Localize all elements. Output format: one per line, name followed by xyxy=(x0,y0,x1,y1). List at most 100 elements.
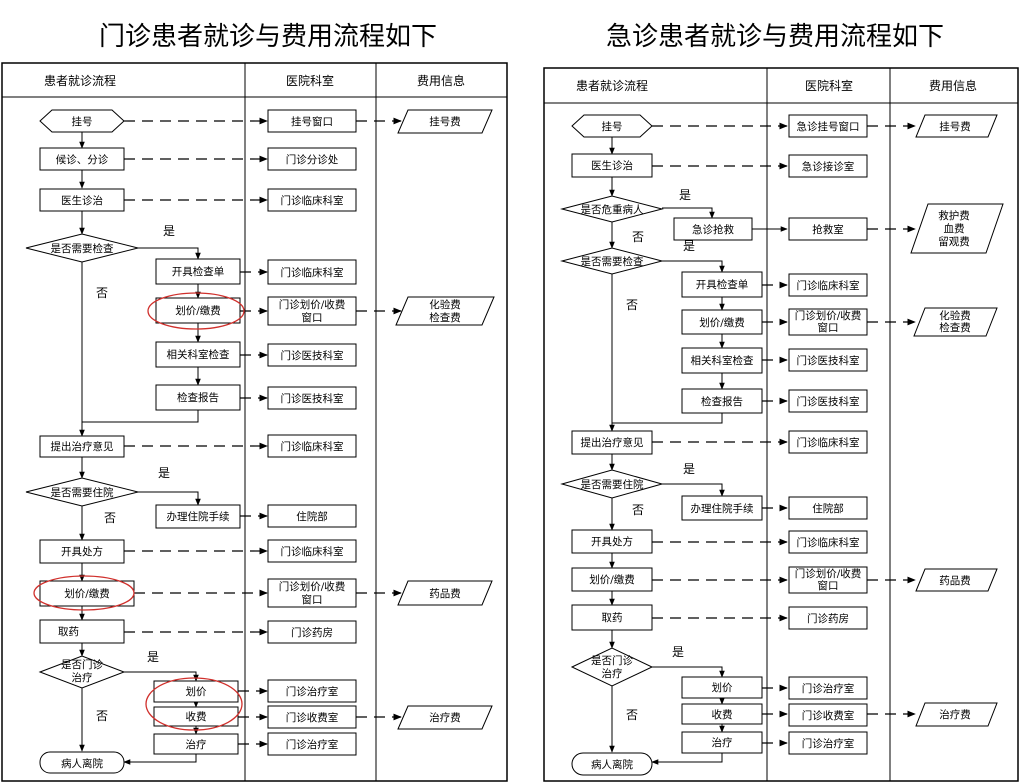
dept-treatment-room-1: 门诊治疗室 xyxy=(788,676,868,700)
svg-text:门诊临床科室: 门诊临床科室 xyxy=(281,266,344,279)
dept-clinical-3: 门诊临床科室 xyxy=(788,530,868,554)
label-line-2: 治疗 xyxy=(72,671,93,684)
node-dept-exam: 相关科室检查 xyxy=(155,341,241,368)
fee-registration: 挂号费 xyxy=(915,114,998,138)
dept-inpatient: 住院部 xyxy=(788,496,868,520)
col-header-department: 医院科室 xyxy=(805,78,853,93)
svg-text:医生诊治: 医生诊治 xyxy=(591,159,633,172)
svg-text:否: 否 xyxy=(104,511,116,525)
node-admission-procedures: 办理住院手续 xyxy=(155,504,241,529)
svg-text:门诊药房: 门诊药房 xyxy=(807,612,849,625)
svg-text:开具处方: 开具处方 xyxy=(61,545,103,558)
svg-text:开具处方: 开具处方 xyxy=(591,535,633,548)
svg-text:门诊临床科室: 门诊临床科室 xyxy=(797,536,860,549)
dept-treatment-room-1: 门诊治疗室 xyxy=(267,679,357,703)
dept-clinical-1: 门诊临床科室 xyxy=(267,188,357,212)
svg-text:门诊临床科室: 门诊临床科室 xyxy=(797,279,860,292)
svg-text:挂号费: 挂号费 xyxy=(939,120,971,133)
fee-treatment: 治疗费 xyxy=(397,705,493,730)
svg-text:门诊收费室: 门诊收费室 xyxy=(286,711,339,724)
svg-text:开具检查单: 开具检查单 xyxy=(172,265,225,278)
svg-text:是: 是 xyxy=(679,188,691,202)
node-issue-exam-order: 开具检查单 xyxy=(681,271,763,298)
svg-text:相关科室检查: 相关科室检查 xyxy=(691,354,754,367)
svg-text:门诊划价/收费: 门诊划价/收费 xyxy=(795,567,862,580)
svg-text:是否需要住院: 是否需要住院 xyxy=(581,478,644,491)
svg-text:化验费: 化验费 xyxy=(939,309,971,322)
svg-text:门诊医技科室: 门诊医技科室 xyxy=(797,354,860,367)
svg-text:否: 否 xyxy=(626,708,638,722)
decision-critical-patient: 是否危重病人 xyxy=(560,195,664,223)
node-treatment: 治疗 xyxy=(153,733,239,755)
svg-text:病人离院: 病人离院 xyxy=(61,757,103,770)
svg-text:是否门诊: 是否门诊 xyxy=(591,654,633,667)
dept-inpatient: 住院部 xyxy=(267,504,357,528)
node-prescription: 开具处方 xyxy=(571,529,653,554)
node-issue-exam-order: 开具检查单 xyxy=(155,258,241,285)
svg-text:医生诊治: 医生诊治 xyxy=(61,194,103,207)
svg-text:是: 是 xyxy=(683,239,695,253)
svg-text:门诊收费室: 门诊收费室 xyxy=(802,709,855,722)
svg-text:救护费: 救护费 xyxy=(938,209,970,222)
outpatient-nodes: 挂号 候诊、分诊 医生诊治 是否需要检查 开具检查单 划价/缴费 xyxy=(25,109,245,774)
dept-clinical-1: 门诊临床科室 xyxy=(788,273,868,297)
svg-text:门诊医技科室: 门诊医技科室 xyxy=(797,395,860,408)
svg-text:窗口: 窗口 xyxy=(302,311,323,324)
svg-text:取药: 取药 xyxy=(58,626,79,638)
svg-text:门诊临床科室: 门诊临床科室 xyxy=(281,545,344,558)
node-prescription: 开具处方 xyxy=(39,539,125,564)
svg-text:门诊划价/收费: 门诊划价/收费 xyxy=(795,309,862,322)
emergency-dashed-links xyxy=(652,122,916,747)
fee-medicine: 药品费 xyxy=(397,580,493,606)
svg-text:收费: 收费 xyxy=(186,710,207,723)
svg-text:收费: 收费 xyxy=(712,708,733,721)
svg-text:门诊治疗室: 门诊治疗室 xyxy=(802,737,855,750)
dept-treatment-room-2: 门诊治疗室 xyxy=(788,731,868,755)
node-treatment-advice: 提出治疗意见 xyxy=(571,430,653,455)
svg-text:否: 否 xyxy=(632,230,644,244)
decision-outpatient-treatment: 是否门诊 治疗 xyxy=(38,655,126,689)
dept-pharmacy: 门诊药房 xyxy=(788,606,868,630)
svg-text:提出治疗意见: 提出治疗意见 xyxy=(51,440,114,453)
highlight-circle xyxy=(145,677,243,731)
svg-text:提出治疗意见: 提出治疗意见 xyxy=(581,436,644,449)
svg-text:住院部: 住院部 xyxy=(812,502,844,515)
svg-text:否: 否 xyxy=(96,709,108,723)
dept-medtech-2: 门诊医技科室 xyxy=(788,389,868,413)
col-header-fee: 费用信息 xyxy=(929,78,977,93)
svg-text:窗口: 窗口 xyxy=(302,593,323,606)
svg-text:检查报告: 检查报告 xyxy=(177,391,219,404)
svg-text:相关科室检查: 相关科室检查 xyxy=(167,348,230,361)
svg-text:是否需要检查: 是否需要检查 xyxy=(581,255,644,268)
decision-need-hospitalization: 是否需要住院 xyxy=(25,477,139,507)
node-treatment: 治疗 xyxy=(681,731,763,754)
col-header-process: 患者就诊流程 xyxy=(44,73,116,88)
svg-text:取药: 取药 xyxy=(602,612,623,624)
highlight-circle xyxy=(147,292,245,330)
decision-need-hospitalization: 是否需要住院 xyxy=(560,469,664,499)
svg-text:是否需要检查: 是否需要检查 xyxy=(51,242,114,255)
svg-text:药品费: 药品费 xyxy=(939,574,971,587)
node-exam-report: 检查报告 xyxy=(681,388,763,414)
dept-cashier-room: 门诊收费室 xyxy=(267,705,357,729)
dept-triage-desk: 门诊分诊处 xyxy=(267,147,357,171)
svg-text:门诊治疗室: 门诊治疗室 xyxy=(802,682,855,695)
outpatient-title: 门诊患者就诊与费用流程如下 xyxy=(99,22,437,52)
dept-treatment-room-2: 门诊治疗室 xyxy=(267,732,357,756)
outpatient-panel: 门诊患者就诊与费用流程如下 患者就诊流程 医院科室 费用信息 xyxy=(1,22,508,782)
svg-text:划价/缴费: 划价/缴费 xyxy=(699,316,745,329)
svg-text:门诊分诊处: 门诊分诊处 xyxy=(286,153,339,166)
decision-need-exam: 是否需要检查 xyxy=(560,247,664,275)
fee-treatment: 治疗费 xyxy=(915,702,998,727)
svg-text:办理住院手续: 办理住院手续 xyxy=(691,502,754,515)
node-pricing-payment-1: 划价/缴费 xyxy=(147,292,245,330)
svg-text:是: 是 xyxy=(683,462,695,476)
svg-text:否: 否 xyxy=(626,298,638,312)
svg-text:划价/缴费: 划价/缴费 xyxy=(64,587,110,600)
dept-clinical-2: 门诊临床科室 xyxy=(788,430,868,454)
